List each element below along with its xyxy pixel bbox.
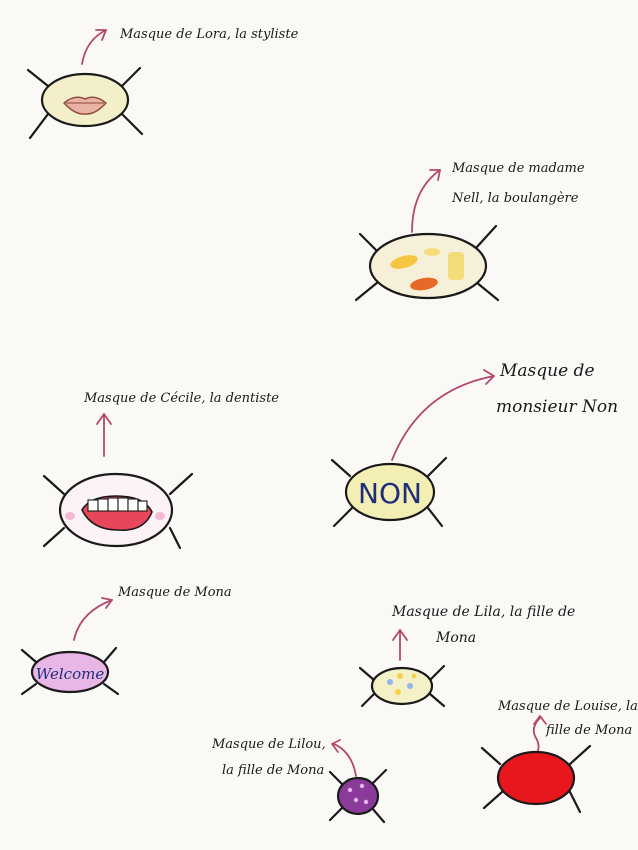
mask-mona-text: Welcome [36, 665, 105, 683]
mask-louise [480, 744, 592, 814]
caption-lilou-line1: Masque de Lilou, [211, 737, 326, 752]
arrow-lora [81, 29, 107, 65]
mask-cecile [42, 472, 194, 550]
caption-louise-line1: Masque de Louise, la [497, 699, 638, 714]
caption-lila-line1: Masque de Lila, la fille de [391, 604, 575, 620]
caption-lora: Masque de Lora, la styliste [119, 27, 299, 42]
mask-nell-body [368, 232, 488, 300]
mask-lila [358, 664, 446, 708]
lips-icon [62, 96, 108, 115]
caption-lilou-line2: la fille de Mona [222, 763, 324, 778]
caption-mona: Masque de Mona [117, 585, 232, 600]
caption-cecile: Masque de Cécile, la dentiste [83, 391, 279, 406]
caption-louise-line2: fille de Mona [545, 723, 632, 738]
arrow-lila [392, 629, 408, 661]
dots-icon [347, 783, 369, 805]
mask-mona-body [30, 650, 110, 694]
arrow-nell [411, 169, 441, 233]
mask-lilou [328, 768, 388, 824]
arrow-non [391, 369, 495, 461]
caption-nell-line2: Nell, la boulangère [451, 191, 579, 206]
mask-lora [26, 66, 144, 140]
mask-louise-body [496, 750, 576, 806]
teeth-icon [65, 495, 165, 531]
arrow-cecile [96, 413, 112, 457]
bread-icon [390, 248, 464, 291]
arrow-lilou [331, 739, 357, 777]
mask-non-text: NON [358, 477, 422, 510]
mask-nell [354, 224, 500, 302]
caption-lila-line2: Mona [435, 630, 476, 646]
mask-lila-body [370, 666, 434, 706]
caption-nell-line1: Masque de madame [451, 161, 585, 176]
mask-lilou-body [336, 776, 380, 816]
dots-icon [387, 673, 417, 695]
caption-non-line2: monsieur Non [496, 397, 618, 417]
arrow-mona [73, 597, 113, 641]
mask-mona: Welcome [20, 646, 120, 696]
mask-non-body [344, 462, 436, 522]
caption-non-line1: Masque de [499, 361, 595, 381]
mask-non: NON [330, 456, 448, 528]
